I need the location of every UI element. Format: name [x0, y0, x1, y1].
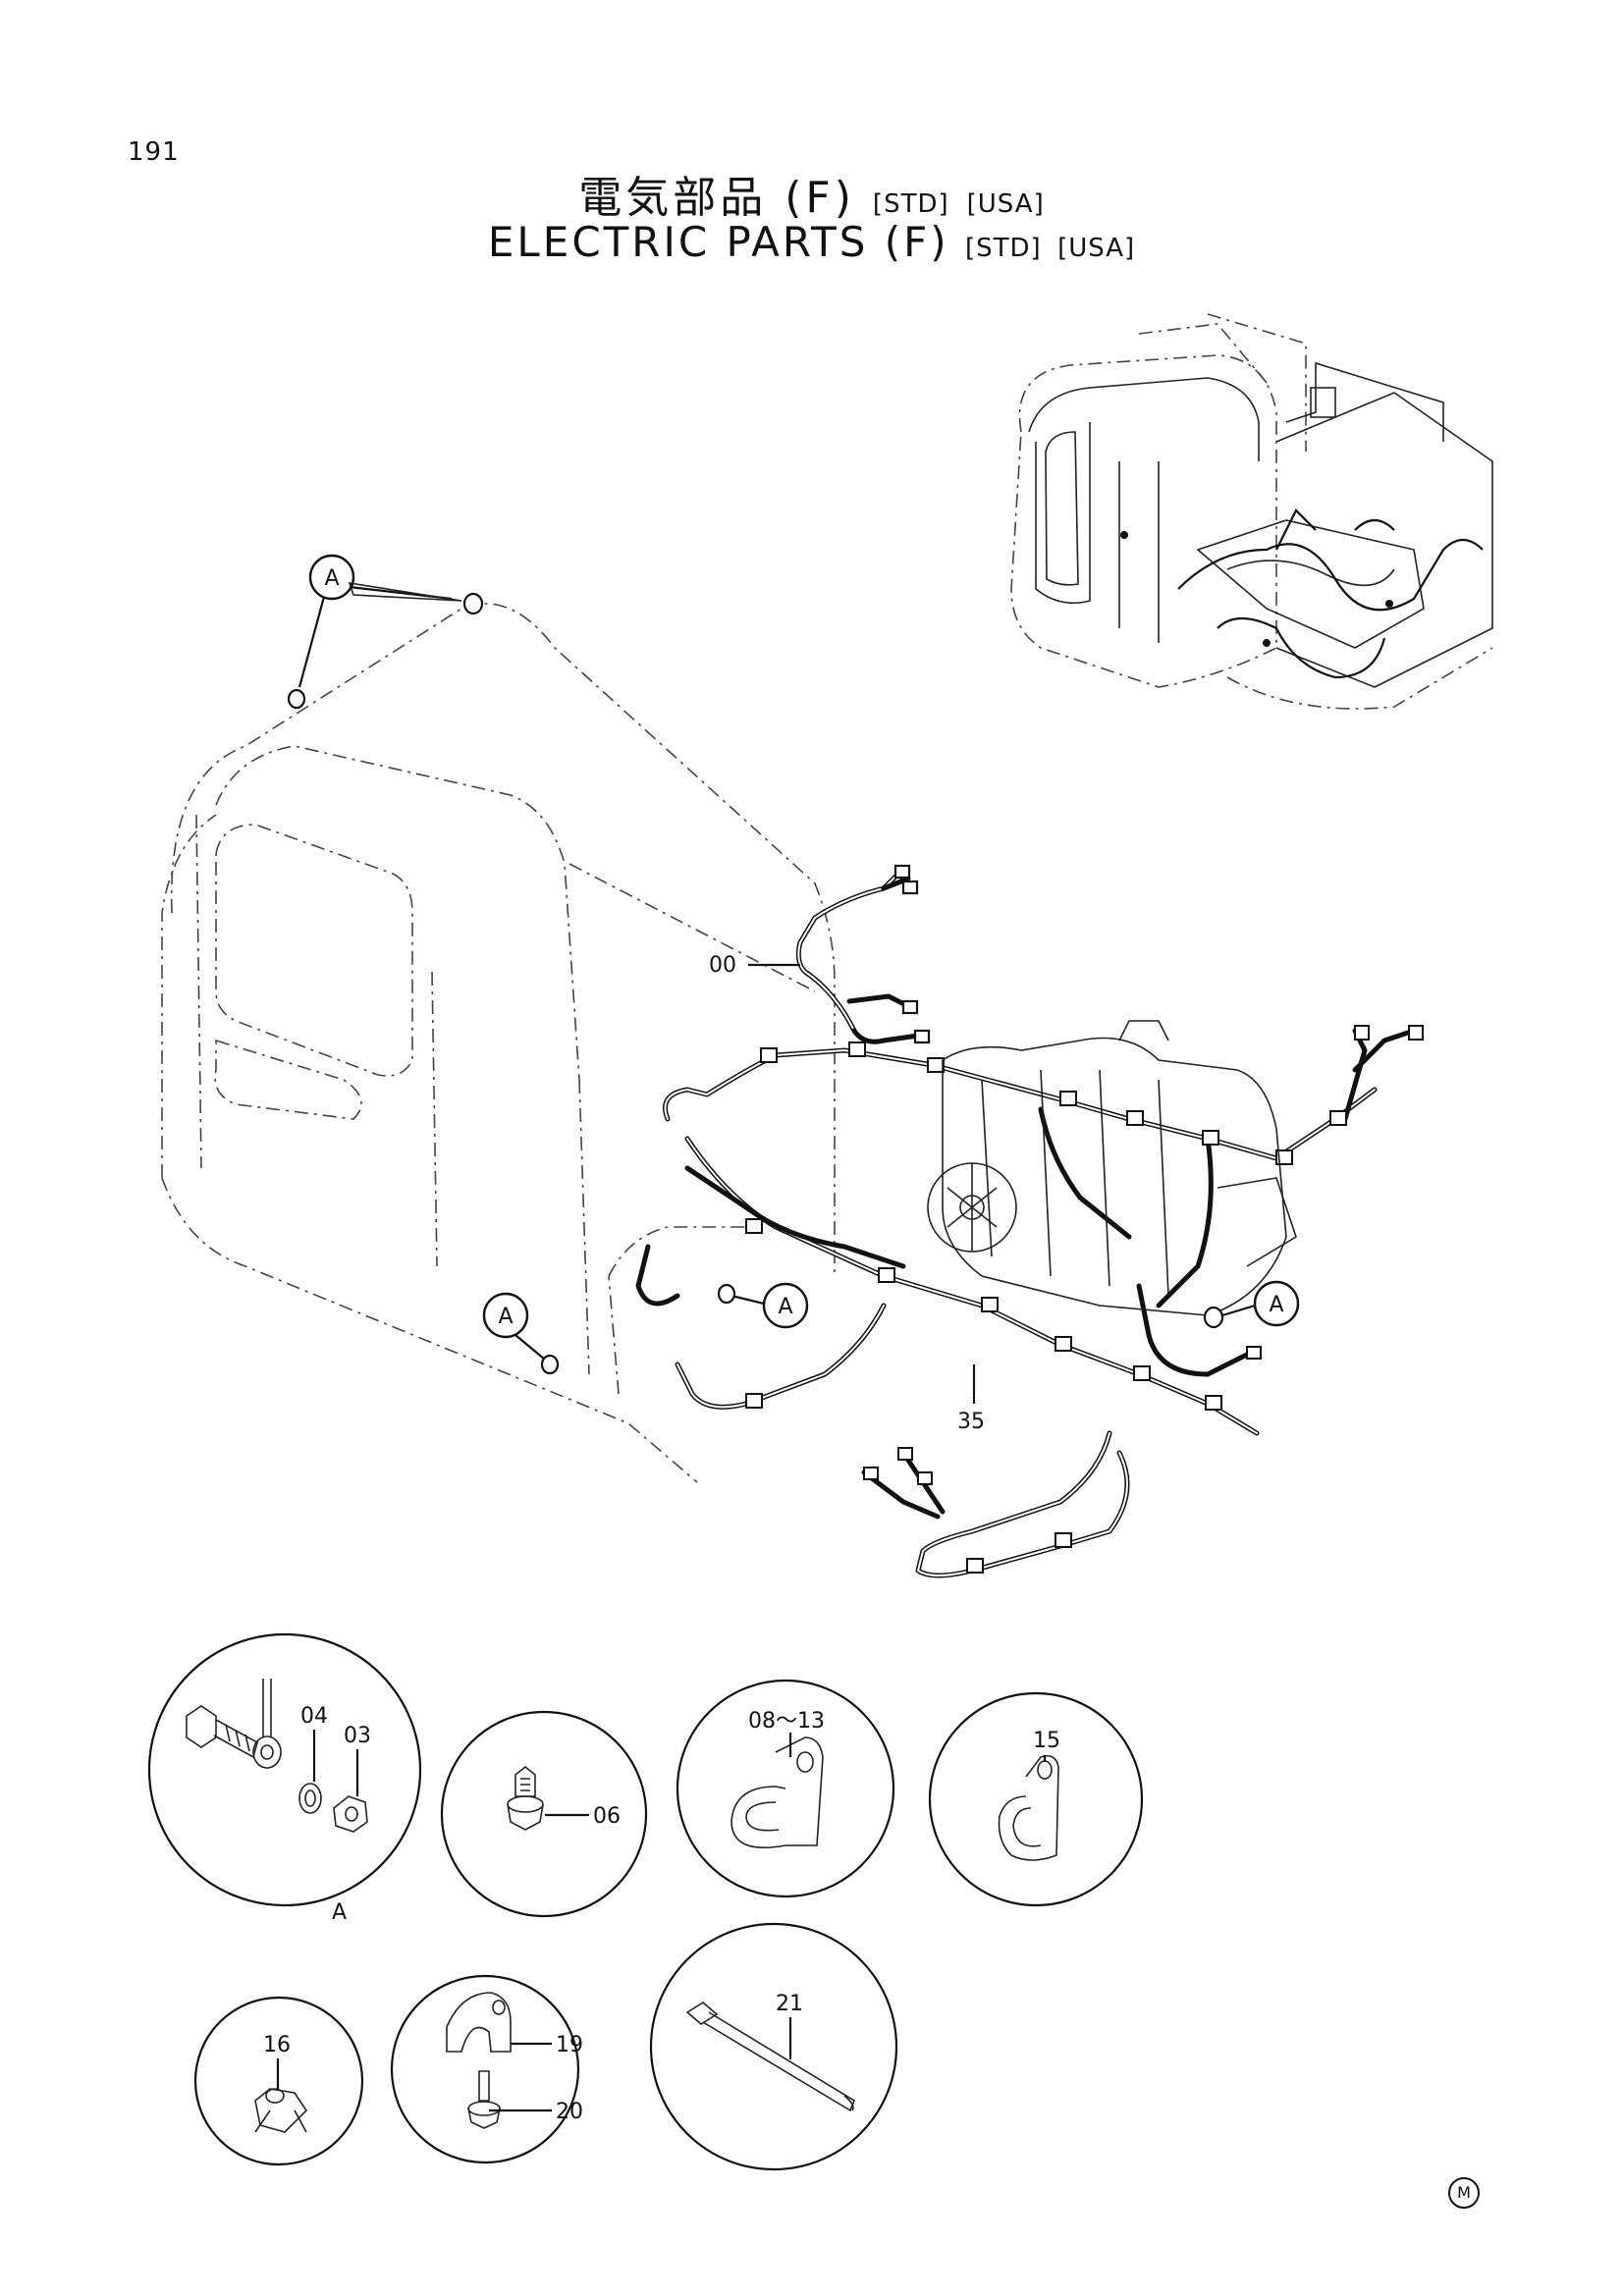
callout-a-2: A: [498, 1305, 513, 1329]
detail-clamp-bolt-circle: 19 20: [390, 1974, 583, 2164]
harness-00: [795, 864, 931, 1044]
cab-outline: [161, 603, 836, 1483]
title-english: ELECTRIC PARTS (F) [STD] [USA]: [0, 218, 1623, 266]
callout-a-1: A: [324, 566, 339, 591]
detail-a-label-03: 03: [344, 1724, 371, 1748]
title-english-text: ELECTRIC PARTS (F): [487, 218, 949, 266]
callout-a-group: A A A A: [287, 554, 1300, 1375]
callout-a-3: A: [778, 1295, 792, 1319]
harness-35: [635, 1025, 1424, 1578]
detail-clamp-bolt-label-20: 20: [556, 2100, 583, 2124]
detail-clamp-label: 15: [1033, 1729, 1060, 1753]
inset-machine-overview: [1010, 313, 1493, 710]
detail-clamp-range-circle: 08～13: [676, 1679, 895, 1898]
detail-a-caption: A: [332, 1900, 347, 1925]
detail-clip-circle: 16: [193, 1996, 364, 2166]
publisher-mark: M: [1448, 2177, 1480, 2209]
detail-clamp-bolt-label-19: 19: [556, 2033, 583, 2057]
title-tag-std-en: [STD]: [965, 234, 1042, 263]
title-tag-usa: [USA]: [966, 189, 1045, 219]
detail-bolt-label: 06: [593, 1804, 621, 1829]
page-number: 191: [128, 137, 180, 167]
detail-cable-tie-circle: 21: [649, 1922, 898, 2171]
detail-a-circle: 04 03 A: [147, 1632, 422, 1925]
detail-clamp-range-label: 08～13: [748, 1709, 825, 1734]
leader-labels: 00 35: [709, 953, 985, 1434]
detail-bolt-circle: 06: [440, 1710, 648, 1918]
title-tag-usa-en: [USA]: [1057, 234, 1136, 263]
detail-cable-tie-label: 21: [776, 1992, 803, 2016]
title-tag-std: [STD]: [872, 189, 949, 219]
title-japanese: 電気部品 (F) [STD] [USA]: [0, 162, 1623, 225]
label-harness-00: 00: [709, 953, 736, 978]
title-japanese-text: 電気部品 (F): [578, 173, 855, 223]
callout-a-4: A: [1269, 1293, 1283, 1317]
engine-block: [927, 1020, 1297, 1316]
label-harness-35: 35: [957, 1410, 985, 1434]
detail-a-label-04: 04: [300, 1704, 328, 1729]
detail-clip-label: 16: [263, 2033, 291, 2057]
detail-clamp-circle: 15: [928, 1691, 1144, 1907]
